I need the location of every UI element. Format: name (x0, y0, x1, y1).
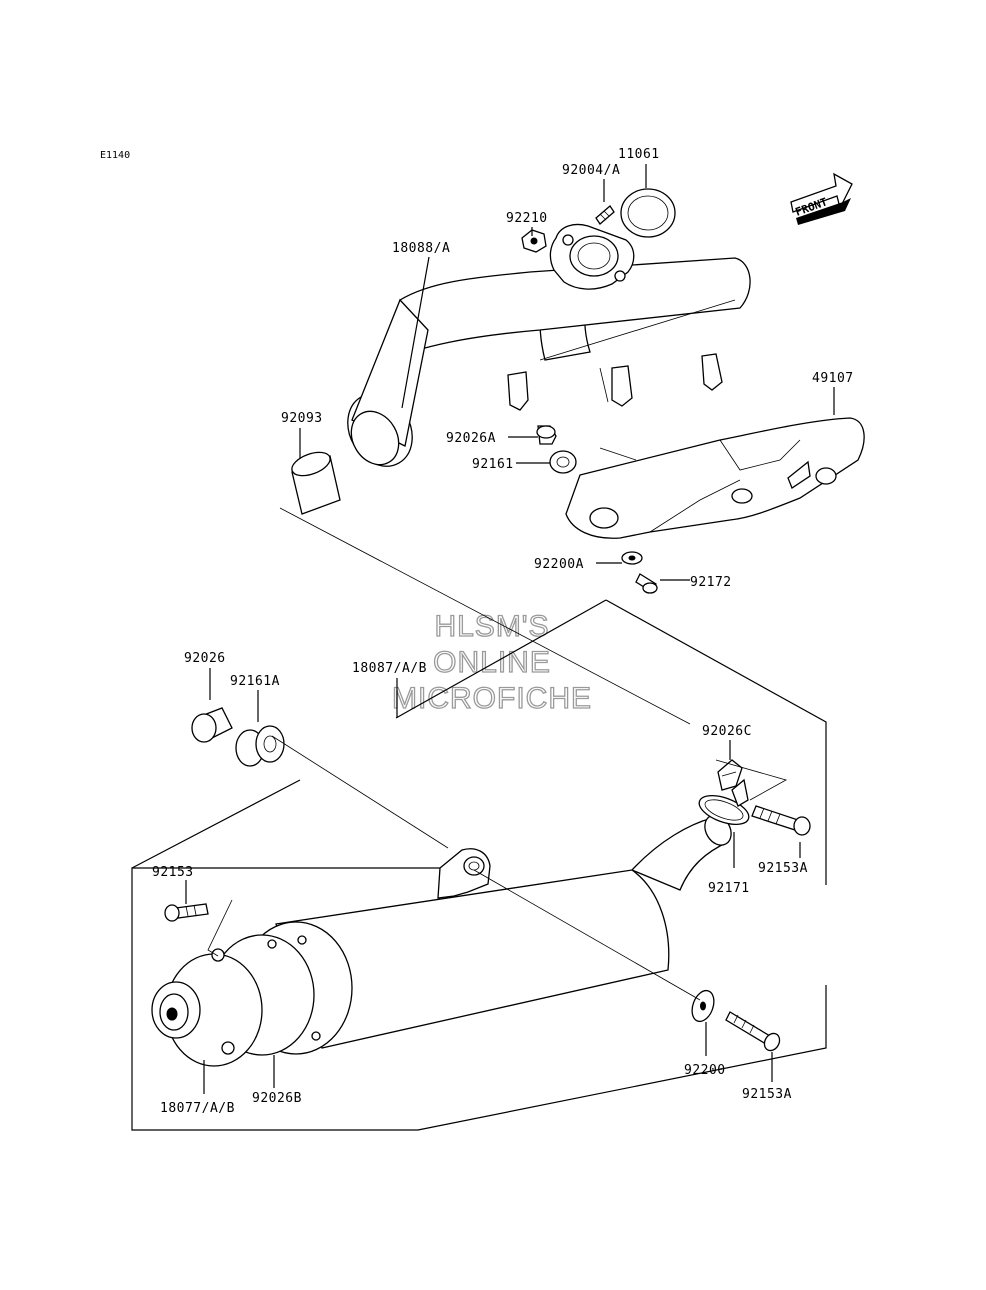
label-92200: 92200 (684, 1063, 726, 1078)
collar-92026A (536, 425, 557, 445)
washer-92200A (621, 551, 643, 565)
front-direction-arrow: FRONT (790, 172, 853, 225)
label-11061: 11061 (618, 147, 660, 162)
label-92026C: 92026C (702, 724, 752, 739)
watermark-line-2: ONLINE (433, 646, 551, 679)
heat-guard-49107 (565, 417, 865, 539)
bolt-92153A-lower (725, 1011, 781, 1052)
gasket-11061 (620, 188, 676, 238)
label-92172: 92172 (690, 575, 732, 590)
muffler-18087 (151, 814, 732, 1067)
label-92093: 92093 (281, 411, 323, 426)
muffler-group-boundary (605, 599, 827, 885)
label-92004A: 92004/A (562, 163, 620, 178)
damper-92161 (549, 450, 577, 474)
muffler-group-boundary-3 (395, 599, 607, 719)
nut-92210 (521, 229, 547, 253)
label-92026B: 92026B (252, 1091, 302, 1106)
label-92161: 92161 (472, 457, 514, 472)
screw-92172 (635, 573, 658, 594)
exhaust-flange (549, 223, 635, 290)
label-92026A: 92026A (446, 431, 496, 446)
gasket-92093 (291, 451, 341, 515)
clamp-92171 (698, 778, 750, 826)
label-18088A: 18088/A (392, 241, 450, 256)
watermark-line-3: MICROFICHE (392, 682, 592, 715)
bolt-92153 (164, 903, 209, 922)
label-18077AB: 18077/A/B (160, 1101, 235, 1116)
watermark-line-1: HLSM'S (434, 610, 549, 643)
exhaust-pipe-18088 (347, 257, 751, 467)
muffler-group-boundary-2 (131, 867, 827, 1131)
muffler-group-boundary-4 (131, 779, 301, 869)
damper-92161A (235, 725, 285, 767)
stud-92004 (595, 205, 615, 225)
bolt-92153A-upper (751, 805, 811, 836)
label-92171: 92171 (708, 881, 750, 896)
label-18087AB: 18087/A/B (352, 661, 427, 676)
page-code: E1140 (100, 150, 130, 161)
label-92153A-upper: 92153A (758, 861, 808, 876)
label-92200A: 92200A (534, 557, 584, 572)
label-92153: 92153 (152, 865, 194, 880)
label-92026: 92026 (184, 651, 226, 666)
label-92161A: 92161A (230, 674, 280, 689)
bracket-92026C (717, 759, 743, 791)
label-92153A-lower: 92153A (742, 1087, 792, 1102)
leader-lines (185, 164, 835, 1094)
watermark: HLSM'S ONLINE MICROFICHE (391, 609, 592, 715)
collar-92026 (191, 707, 233, 743)
label-49107: 49107 (812, 371, 854, 386)
part-labels: 11061 92004/A 92210 18088/A 92093 92026A… (152, 147, 854, 1116)
washer-92200 (691, 989, 715, 1023)
label-92210: 92210 (506, 211, 548, 226)
